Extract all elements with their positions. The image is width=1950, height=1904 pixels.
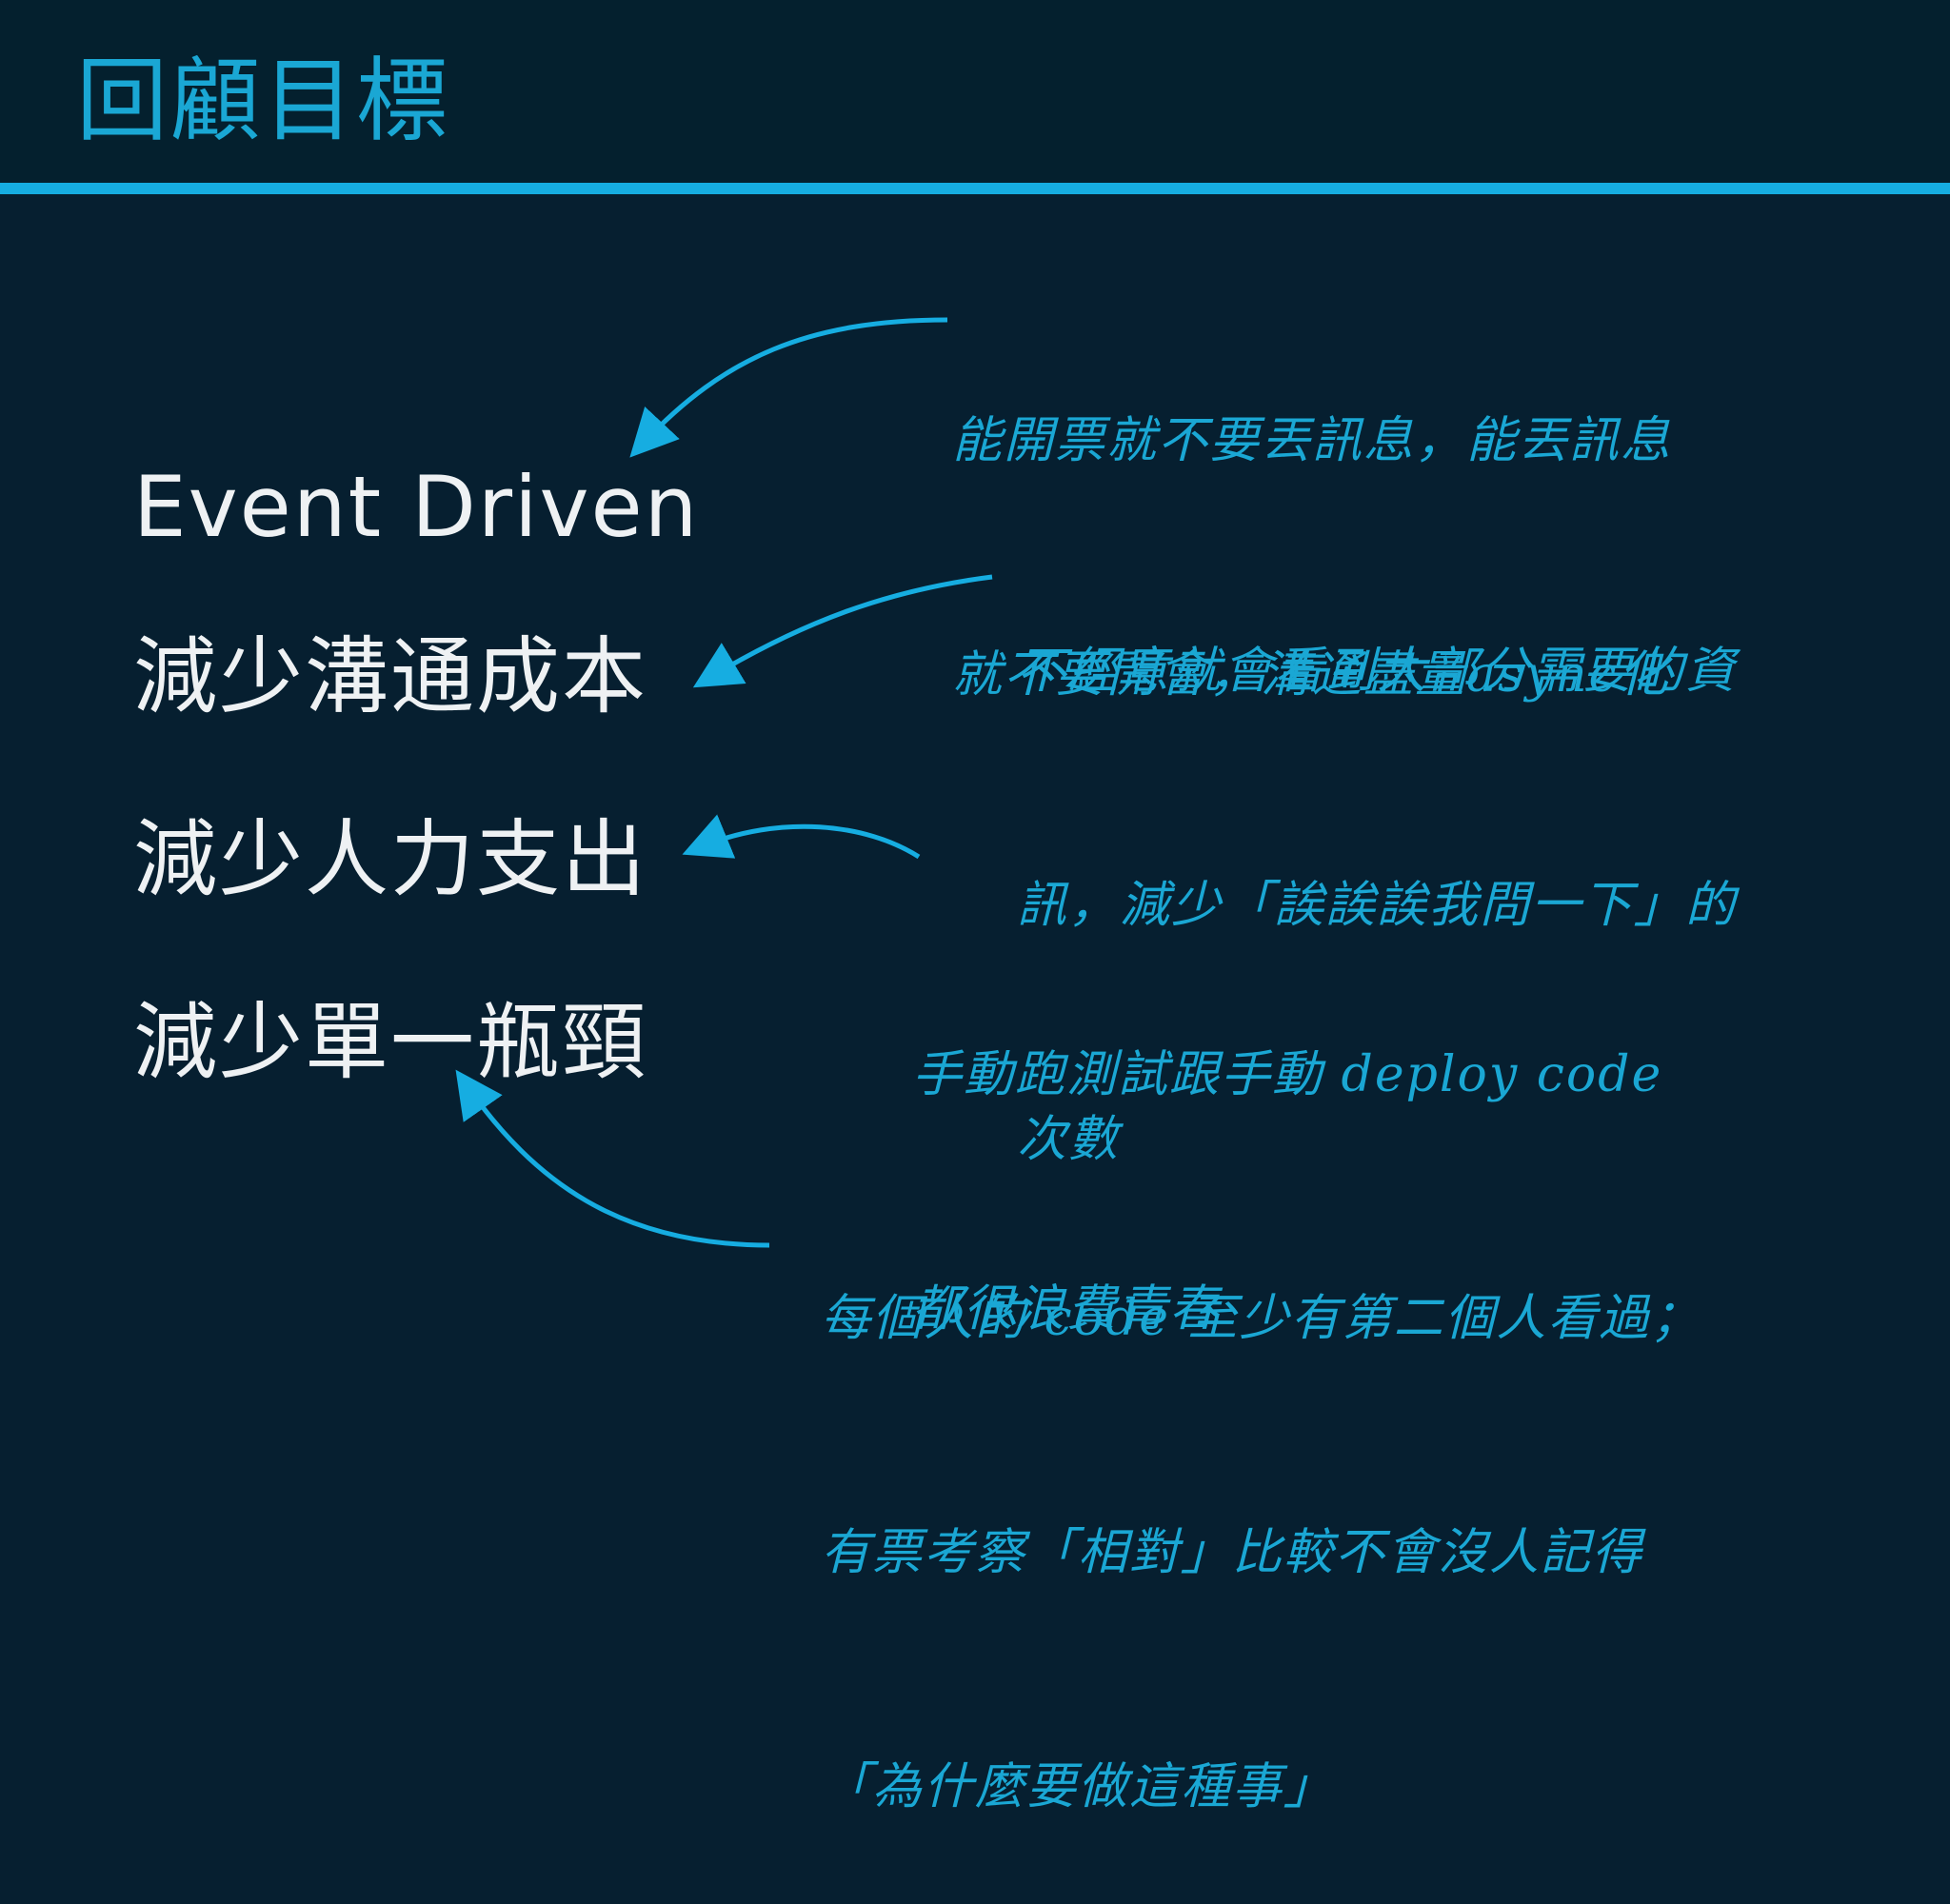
note-line: 手動跑測試跟手動 deploy code (912, 1046, 1663, 1103)
title-divider (0, 183, 1950, 194)
annotation-arrows (455, 317, 993, 1248)
arrow-to-event-driven (629, 317, 948, 458)
note-line: 每個人的 code 至少有第二個人看過； (821, 1290, 1702, 1347)
arrow-to-bottleneck (455, 1069, 770, 1248)
goal-event-driven: Event Driven (133, 458, 700, 556)
note-line: 都很浪費青春 (912, 1280, 1222, 1338)
goal-reduce-communication-cost: 減少溝通成本 (133, 627, 648, 725)
note-line: 「為什麼要做這種事」 (821, 1758, 1336, 1815)
note-line: 次數 (1017, 1111, 1121, 1168)
note-line: 就不要開會，溝通盡量async化 (952, 646, 1670, 704)
note-manpower: 手動跑測試跟手動 deploy code 都很浪費青春 (912, 880, 1662, 1426)
slide-title: 回顧目標 (76, 48, 449, 154)
arrow-to-manpower (682, 814, 921, 860)
header-bar (0, 0, 1950, 183)
note-line: 不經意就會看到大部分需要的資 (1017, 643, 1738, 700)
note-line: 訊，減少「誒誒誒我問一下」的 (1017, 877, 1738, 934)
note-line: 能開票就不要丟訊息，能丟訊息 (952, 412, 1673, 469)
arrow-to-communication (692, 574, 993, 688)
note-communication: 不經意就會看到大部分需要的資 訊，減少「誒誒誒我問一下」的 次數 (1017, 476, 1737, 1257)
goal-reduce-single-bottleneck: 減少單一瓶頸 (133, 993, 648, 1091)
note-line: 有票考察「相對」比較不會沒人記得 (821, 1524, 1644, 1581)
note-event-driven: 能開票就不要丟訊息，能丟訊息 就不要開會，溝通盡量async化 (952, 246, 1672, 792)
goal-reduce-manpower-cost: 減少人力支出 (133, 810, 648, 908)
